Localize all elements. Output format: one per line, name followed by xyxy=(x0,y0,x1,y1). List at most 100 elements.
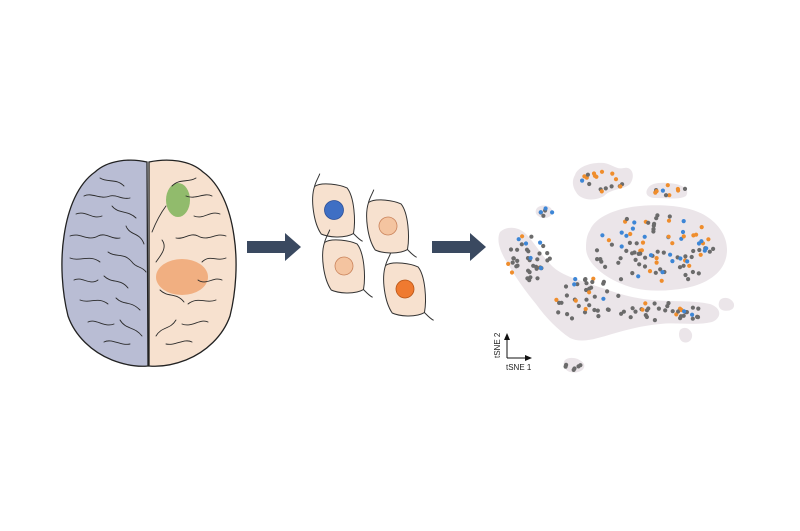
tsne-point-orange xyxy=(640,307,645,312)
nucleus-light xyxy=(378,216,398,236)
tsne-point-orange xyxy=(606,238,612,243)
tsne-point-gray xyxy=(628,315,633,320)
tsne-point-gray xyxy=(683,272,688,278)
tsne-point-orange xyxy=(699,225,704,230)
arrow-right-icon xyxy=(432,233,486,261)
tsne-point-gray xyxy=(627,240,633,245)
tsne-point-blue xyxy=(682,309,687,314)
right-sulci xyxy=(151,177,227,345)
tsne-point-gray xyxy=(599,259,604,264)
tsne-point-gray xyxy=(529,234,534,239)
tsne-point-blue xyxy=(538,210,543,215)
tsne-point-gray xyxy=(652,318,658,323)
tsne-point-blue xyxy=(550,210,555,215)
tsne-point-gray xyxy=(583,277,588,282)
tsne-point-orange xyxy=(592,173,598,178)
tsne-point-gray xyxy=(683,254,688,259)
tsne-point-gray xyxy=(618,277,624,282)
tsne-point-gray xyxy=(616,260,621,265)
tsne-point-orange xyxy=(643,301,648,306)
tsne-point-gray xyxy=(535,276,540,281)
tsne-point-orange xyxy=(509,270,515,275)
tsne-point-blue xyxy=(642,234,647,239)
tsne-point-orange xyxy=(628,231,633,237)
tsne-point-gray xyxy=(690,269,696,275)
tsne-point-gray xyxy=(535,257,540,262)
tsne-point-gray xyxy=(666,301,671,306)
tsne-point-orange xyxy=(706,237,711,242)
tsne-point-gray xyxy=(711,246,716,251)
tsne-point-blue xyxy=(699,239,704,244)
tsne-point-gray xyxy=(557,300,562,305)
tsne-point-blue xyxy=(619,244,624,249)
tsne-point-orange xyxy=(665,183,670,188)
tsne-point-orange xyxy=(654,260,659,265)
tsne-point-blue xyxy=(630,226,636,231)
tsne-point-blue xyxy=(523,241,529,246)
tsne-point-gray xyxy=(571,367,576,372)
orange-region xyxy=(156,259,208,295)
tsne-point-blue xyxy=(600,233,605,238)
tsne-point-gray xyxy=(515,258,520,263)
tsne-point-orange xyxy=(666,234,671,239)
tsne-point-gray xyxy=(655,249,660,254)
tsne-axis-x-label: tSNE 1 xyxy=(506,363,532,372)
tsne-point-gray xyxy=(642,264,648,269)
tsne-point-orange xyxy=(687,263,692,268)
tsne-point-gray xyxy=(514,264,519,269)
tsne-point-orange xyxy=(666,218,672,223)
tsne-point-orange xyxy=(520,234,525,239)
tsne-point-blue xyxy=(660,188,666,193)
tsne-point-blue xyxy=(648,253,654,258)
tsne-point-gray xyxy=(637,262,642,267)
tsne-point-gray xyxy=(563,284,569,289)
tsne-points xyxy=(506,169,716,372)
tsne-point-gray xyxy=(652,301,657,306)
tsne-point-gray xyxy=(565,312,570,317)
tsne-point-gray xyxy=(691,248,696,254)
tsne-point-orange xyxy=(618,184,623,189)
tsne-point-blue xyxy=(678,256,683,261)
tsne-point-orange xyxy=(591,276,596,281)
tsne-point-blue xyxy=(681,219,686,224)
tsne-point-blue xyxy=(680,229,686,235)
tsne-point-gray xyxy=(690,305,696,310)
tsne-point-gray xyxy=(651,227,656,232)
tsne-point-gray xyxy=(578,363,583,368)
tsne-point-gray xyxy=(603,186,608,191)
tsne-point-gray xyxy=(592,294,597,299)
tsne-point-gray xyxy=(603,264,608,269)
tsne-point-gray xyxy=(618,256,623,261)
tsne-axis-y-label: tSNE 2 xyxy=(493,332,502,358)
tsne-point-gray xyxy=(556,310,561,315)
tsne-point-gray xyxy=(584,281,589,286)
tsne-point-orange xyxy=(506,261,511,266)
tsne-point-gray xyxy=(526,249,531,254)
tsne-point-gray xyxy=(609,184,614,189)
tsne-point-gray xyxy=(653,270,658,275)
tsne-point-blue xyxy=(580,178,585,183)
tsne-point-orange xyxy=(654,189,659,194)
tsne-point-gray xyxy=(663,308,668,313)
tsne-point-gray xyxy=(541,243,546,249)
tsne-point-gray xyxy=(575,282,580,287)
tsne-point-gray xyxy=(537,251,542,256)
arrow-right-icon xyxy=(247,233,301,261)
tsne-point-gray xyxy=(646,220,651,225)
tsne-point-blue xyxy=(624,233,629,238)
tsne-point-gray xyxy=(564,293,570,298)
tsne-point-gray xyxy=(661,250,666,255)
tsne-point-blue xyxy=(538,240,543,245)
tsne-point-gray xyxy=(605,289,610,294)
tsne-point-gray xyxy=(652,221,657,226)
tsne-point-gray xyxy=(630,251,635,256)
cells-group xyxy=(312,173,434,321)
tsne-point-orange xyxy=(599,169,605,174)
tsne-point-blue xyxy=(660,270,665,275)
tsne-point-orange xyxy=(694,232,699,237)
tsne-point-gray xyxy=(584,297,589,302)
tsne-cluster-background xyxy=(498,162,735,373)
tsne-point-gray xyxy=(630,271,635,276)
tsne-point-gray xyxy=(682,186,688,191)
